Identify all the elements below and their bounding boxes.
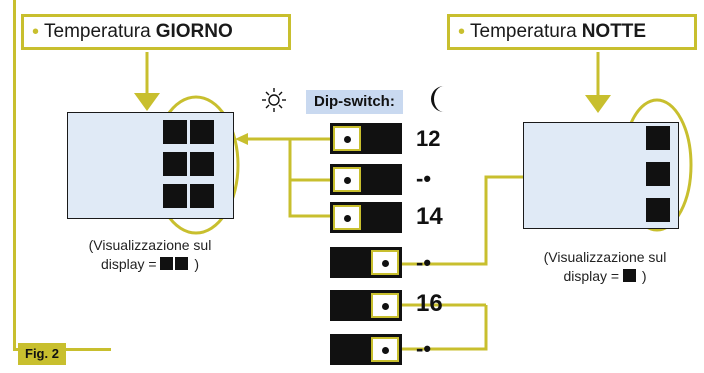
dip-switch-value: 16 <box>416 290 443 317</box>
dip-switch-knob <box>371 293 399 318</box>
day-connector-arrowhead <box>235 133 248 145</box>
day-digit-square <box>190 152 214 176</box>
dip-switch-knob <box>371 337 399 362</box>
dip-switch-value: 12 <box>416 126 441 151</box>
dip-switch-6[interactable] <box>330 334 402 365</box>
night-connector-bottom <box>397 305 488 351</box>
dip-switch-pin <box>344 177 351 184</box>
night-label-arrowhead <box>585 95 611 113</box>
dip-switch-value: -• <box>416 336 432 361</box>
dip-switch-knob <box>333 167 361 192</box>
dip-switch-4[interactable] <box>330 247 402 278</box>
dip-switch-knob <box>333 126 361 151</box>
figure-label: Fig. 2 <box>18 343 66 365</box>
dip-switch-header: Dip-switch: <box>306 90 403 114</box>
night-digit-square <box>646 126 670 150</box>
night-display-square-icon <box>622 269 636 282</box>
night-digit-square <box>646 198 670 222</box>
dip-switch-pin <box>344 136 351 143</box>
dip-switch-value: -• <box>416 166 432 191</box>
dip-switch-2[interactable] <box>330 164 402 195</box>
day-digit-square <box>163 152 187 176</box>
day-display-square-icon <box>160 257 174 270</box>
day-digit-square <box>163 120 187 144</box>
dip-switch-knob <box>333 205 361 230</box>
day-display-caption: (Visualizzazione sul display = ) <box>88 237 212 272</box>
dip-switch-5[interactable] <box>330 290 402 321</box>
night-display-caption: (Visualizzazione sul display = ) <box>543 249 667 284</box>
sun-icon <box>262 88 286 112</box>
night-digit-square <box>646 162 670 186</box>
dip-switch-pin <box>382 260 389 267</box>
day-digit-square <box>190 120 214 144</box>
dip-switch-pin <box>382 347 389 354</box>
dip-switch-pin <box>382 303 389 310</box>
day-display-square-icon <box>175 257 189 270</box>
moon-icon <box>431 86 444 112</box>
dip-switch-knob <box>371 250 399 275</box>
dip-switch-3[interactable] <box>330 202 402 233</box>
day-connector-line <box>288 137 333 218</box>
dip-switch-1[interactable] <box>330 123 402 154</box>
dip-switch-value: 14 <box>416 203 443 230</box>
dip-switch-value: -• <box>416 250 432 275</box>
day-label-arrowhead <box>134 93 160 111</box>
dip-switch-pin <box>344 215 351 222</box>
day-digit-square <box>163 184 187 208</box>
frame-left-bar <box>13 0 16 351</box>
day-digit-square <box>190 184 214 208</box>
